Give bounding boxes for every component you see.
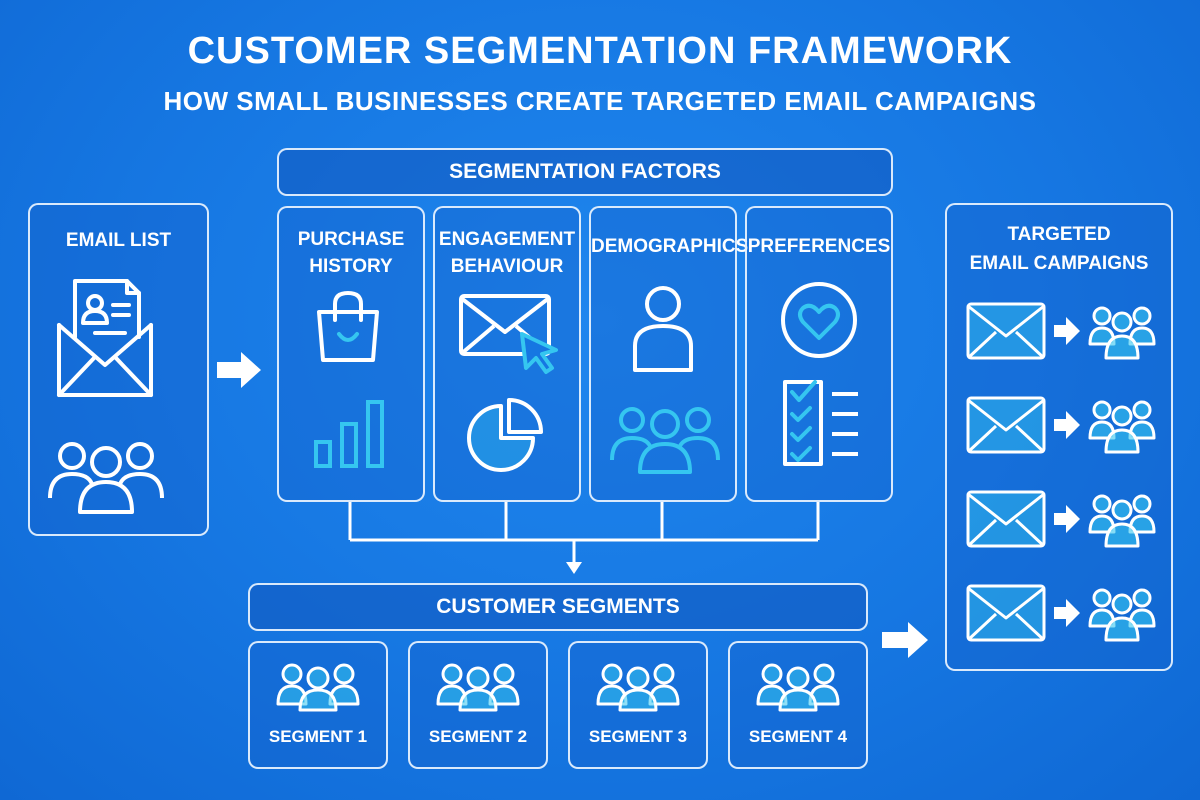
- people-group-icon: [48, 442, 164, 514]
- factor-label-line2: BEHAVIOUR: [450, 256, 564, 277]
- people-group-icon: [1088, 400, 1156, 454]
- people-group-icon: [610, 407, 720, 474]
- segment-label: SEGMENT 2: [428, 727, 528, 746]
- envelope-document-icon: [57, 279, 153, 397]
- envelope-icon: [966, 584, 1046, 642]
- people-group-icon: [1088, 306, 1156, 360]
- connector-lines: [348, 502, 820, 574]
- people-group-icon: [1088, 588, 1156, 642]
- arrow-right-icon: [882, 622, 928, 658]
- person-icon: [633, 286, 693, 372]
- campaign-row: [966, 584, 1156, 642]
- people-group-icon: [756, 663, 840, 712]
- people-group-icon: [436, 663, 520, 712]
- factor-engagement-behaviour: ENGAGEMENT BEHAVIOUR: [433, 206, 581, 502]
- shopping-bag-icon: [317, 291, 379, 362]
- email-click-icon: [459, 294, 558, 374]
- factor-label-line2: HISTORY: [309, 256, 393, 277]
- diagram-title: CUSTOMER SEGMENTATION FRAMEWORK: [187, 30, 1013, 72]
- campaigns-label-line1: TARGETED: [1007, 224, 1111, 245]
- arrow-right-icon: [1054, 505, 1080, 533]
- campaign-row: [966, 490, 1156, 548]
- checklist-icon: [783, 380, 858, 466]
- heart-icon: [781, 282, 857, 358]
- people-group-icon: [596, 663, 680, 712]
- arrow-right-icon: [217, 352, 261, 388]
- diagram-subtitle: HOW SMALL BUSINESSES CREATE TARGETED EMA…: [163, 86, 1037, 116]
- campaigns-label-line2: EMAIL CAMPAIGNS: [969, 253, 1149, 274]
- segmentation-factors-header: SEGMENTATION FACTORS: [277, 148, 893, 196]
- people-group-icon: [276, 663, 360, 712]
- segment-label: SEGMENT 4: [748, 727, 848, 746]
- envelope-icon: [966, 302, 1046, 360]
- campaign-row: [966, 302, 1156, 360]
- segment-label: SEGMENT 3: [588, 727, 688, 746]
- factor-demographics: DEMOGRAPHICS: [589, 206, 749, 502]
- pie-chart-icon: [467, 398, 543, 472]
- campaign-row: [966, 396, 1156, 454]
- arrow-right-icon: [1054, 411, 1080, 439]
- arrow-right-icon: [1054, 599, 1080, 627]
- factor-label-line1: PREFERENCES: [747, 236, 891, 257]
- customer-segments-header: CUSTOMER SEGMENTS: [248, 583, 868, 631]
- factor-label-line1: ENGAGEMENT: [438, 229, 576, 250]
- factor-label-line1: PURCHASE: [297, 229, 405, 250]
- factor-label-line1: DEMOGRAPHICS: [591, 236, 749, 257]
- email-list-label: EMAIL LIST: [65, 230, 172, 251]
- factor-purchase-history: PURCHASE HISTORY: [277, 206, 425, 502]
- bar-chart-icon: [314, 400, 384, 468]
- envelope-icon: [966, 396, 1046, 454]
- segment-label: SEGMENT 1: [268, 727, 368, 746]
- arrow-right-icon: [1054, 317, 1080, 345]
- people-group-icon: [1088, 494, 1156, 548]
- envelope-icon: [966, 490, 1046, 548]
